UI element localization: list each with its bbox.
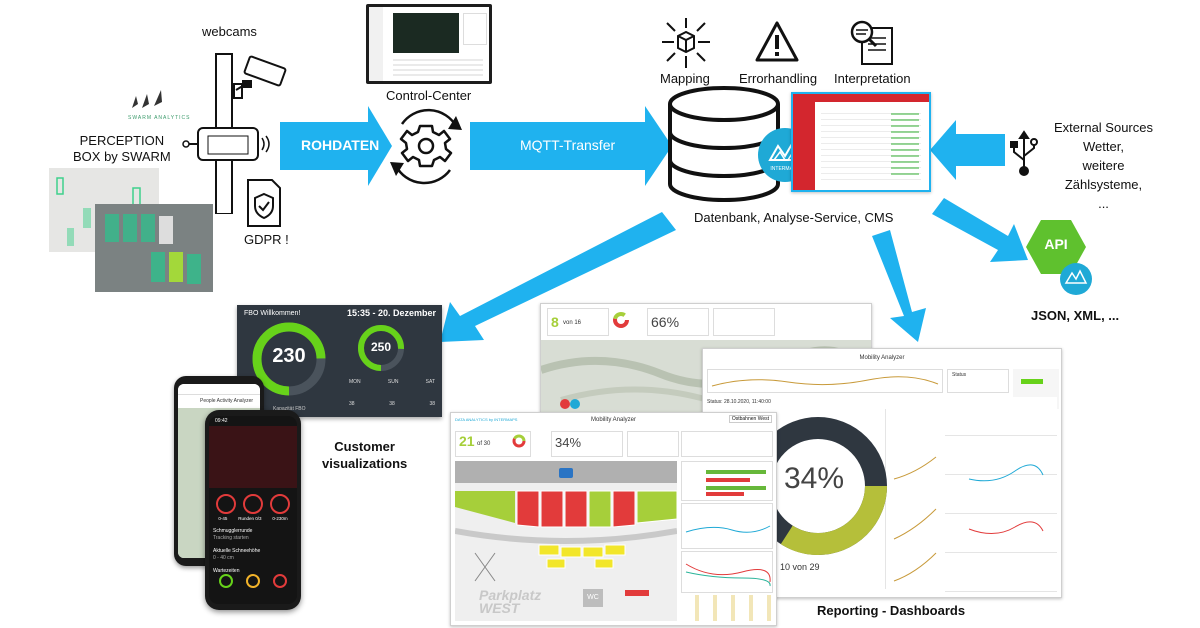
fbo-day-val-0: 38 (349, 401, 355, 407)
rohdaten-label: ROHDATEN (301, 137, 380, 153)
warning-icon (755, 21, 799, 62)
control-center-monitor (366, 4, 492, 84)
mobility-large-trend (707, 369, 943, 393)
donut-chart (774, 417, 887, 555)
control-center-video (393, 13, 459, 53)
control-center-screen (369, 7, 489, 81)
fbo-day-0: MON (349, 379, 361, 385)
mobility-analyzer: Mobility Analyzer DATA ANALYTICS by INTE… (450, 412, 777, 626)
mobility-free-value: 21 (459, 433, 475, 449)
mobility-large-status-line: Status: 28.10.2020, 11:40:00 (707, 399, 771, 405)
phone-section2: Aktuelle Schneehöhe (213, 548, 261, 554)
external-sources-label: External Sources Wetter, weitere Zählsys… (1054, 120, 1153, 211)
donut-percent: 34% (784, 462, 845, 495)
mqtt-label: MQTT-Transfer (520, 137, 616, 153)
mobility-brand: DATA ANALYTICS by INTERMAPS (455, 417, 518, 422)
phone-section3: Wartezeiten (213, 568, 240, 574)
fbo-big-value: 230 (272, 345, 306, 367)
parking-detection-photo (95, 204, 213, 292)
fbo-day-1: SUN (387, 379, 399, 385)
mapping-icon (662, 18, 710, 68)
parking-map: Parkplatz WEST WC (455, 461, 677, 621)
fbo-title: FBO Willkommen! (244, 310, 301, 317)
mapping-label: Mapping (660, 71, 710, 86)
phone-front: 09:42 0-45 Runden 0/3 0-230m Schmugglerr… (205, 410, 301, 610)
mobility-place-select: Ostbahnen West (728, 415, 772, 423)
phone-metric-1: Runden 0/3 (238, 516, 262, 521)
mobility-percent: 34% (555, 435, 582, 450)
map-free-value: 8 (551, 314, 559, 330)
phone-metric-0: 0-45 (218, 516, 228, 521)
gdpr-label: GDPR ! (244, 232, 289, 247)
mobility-bar-chart (681, 461, 773, 501)
parking-name: Parkplatz WEST (479, 587, 542, 616)
map-free-of: von 16 (563, 320, 582, 326)
api-arrow (932, 198, 1028, 262)
api-intermaps-badge (1060, 263, 1092, 295)
fbo-big-caption: Kapazität FBO (273, 406, 306, 412)
mobility-line-chart-2 (681, 551, 773, 593)
swarm-brand: SWARM ANALYTICS (128, 115, 191, 121)
mqtt-arrow (470, 106, 672, 186)
fbo-day-2: SAT (425, 379, 435, 385)
perception-box-label: PERCEPTION BOX by SWARM (73, 133, 171, 164)
reporting-label: Reporting - Dashboards (817, 603, 966, 618)
database-label: Datenbank, Analyse-Service, CMS (694, 210, 894, 225)
mobility-title: Mobility Analyzer (590, 417, 637, 423)
gdpr-shield-icon (247, 179, 281, 227)
fbo-dashboard: FBO Willkommen! 15:35 - 20. Dezember 230… (237, 305, 442, 417)
fbo-day-val-1: 38 (389, 401, 395, 407)
perception-box-pole (182, 53, 287, 214)
fbo-small-value: 250 (370, 340, 392, 354)
cms-screenshot (791, 92, 931, 192)
phone-section1b: Tracking starten (213, 535, 249, 541)
phone-hero-image (209, 426, 297, 488)
fbo-big-gauge (252, 322, 326, 396)
rohdaten-arrow (280, 106, 392, 186)
phone-time: 09:42 (215, 418, 228, 424)
webcam-icon (235, 55, 287, 91)
phone-section1: Schmugglerrunde (213, 528, 253, 534)
customer-arrow (440, 212, 676, 342)
mobility-large-status: Status (952, 372, 967, 378)
phone-metric-2: 0-230m (272, 516, 288, 521)
mobility-red-tag (625, 590, 649, 596)
swarm-logo (132, 90, 162, 108)
phone-section2b: 0 - 40 cm (213, 555, 234, 561)
mobility-free-of: of 30 (477, 441, 491, 447)
mobility-large-title: Mobility Analyzer (859, 355, 905, 361)
fbo-day-val-2: 38 (429, 401, 435, 407)
interpretation-label: Interpretation (834, 71, 911, 86)
api-hexagon (1026, 220, 1086, 274)
webcams-label: webcams (202, 24, 257, 39)
processing-gear-icon (390, 108, 462, 185)
wc-marker: WC (583, 589, 603, 607)
control-center-label: Control-Center (386, 88, 472, 103)
usb-icon (1010, 130, 1038, 176)
interpretation-icon (850, 20, 893, 65)
external-arrow (930, 120, 1005, 180)
map-percent: 66% (651, 314, 680, 330)
reporting-arrow (872, 230, 926, 342)
json-xml-label: JSON, XML, ... (1031, 308, 1120, 323)
mobility-line-chart-1 (681, 503, 773, 549)
api-label: API (1044, 236, 1068, 252)
donut-footer: 10 von 29 (780, 562, 820, 572)
fbo-date: 15:35 - 20. Dezember (346, 308, 436, 318)
fbo-small-gauge (358, 325, 404, 371)
errorhandling-label: Errorhandling (739, 71, 818, 86)
phone-back-title: People Activity Analyzer (200, 398, 254, 404)
customer-vis-label: Customer visualizations (322, 439, 408, 471)
